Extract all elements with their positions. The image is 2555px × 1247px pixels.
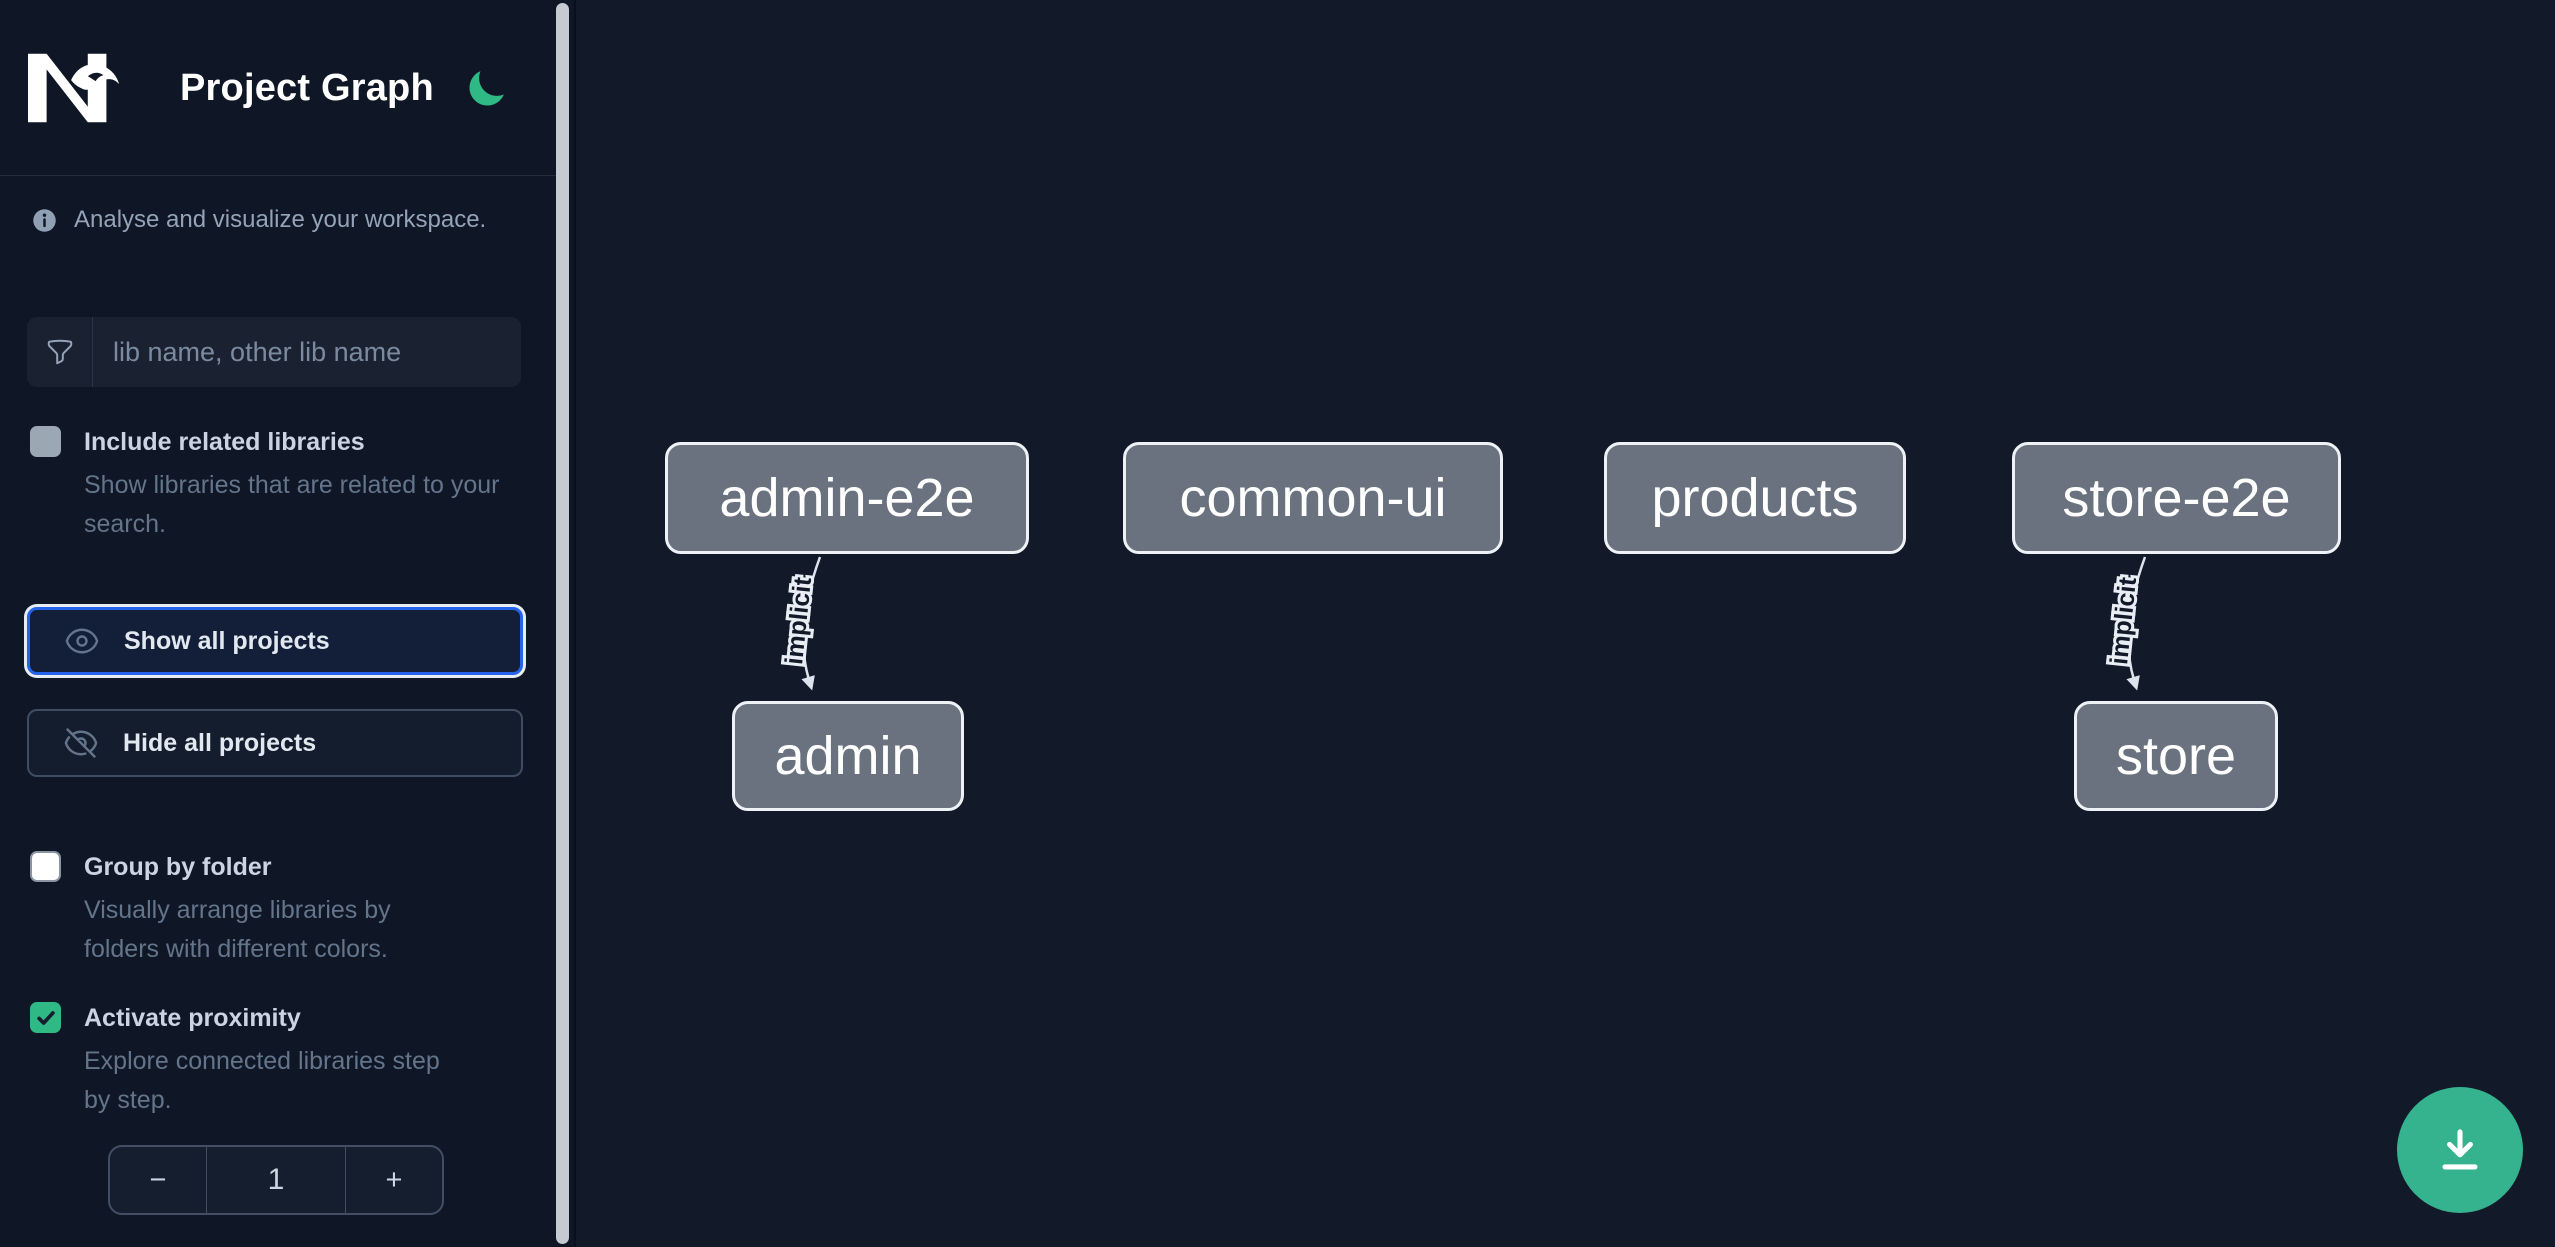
sidebar-header: Project Graph [0, 0, 556, 176]
show-all-projects-button[interactable]: Show all projects [27, 607, 523, 675]
node-store[interactable]: store [2074, 701, 2278, 811]
group-by-folder-label: Group by folder [84, 853, 272, 881]
node-common-ui[interactable]: common-ui [1123, 442, 1503, 554]
group-by-folder-description: Visually arrange libraries by folders wi… [84, 896, 391, 963]
activate-proximity-checkbox[interactable] [30, 1002, 61, 1033]
decrement-button[interactable]: − [110, 1147, 207, 1213]
edge-admin-e2e-to-admin [801, 556, 822, 691]
node-products[interactable]: products [1604, 442, 1906, 554]
nx-logo [28, 53, 120, 123]
proximity-depth-value: 1 [207, 1147, 346, 1213]
graph-edges: implicit implicit [777, 556, 2147, 691]
tagline-row: Analyse and visualize your workspace. [31, 200, 541, 240]
hide-all-projects-button[interactable]: Hide all projects [27, 709, 523, 777]
info-icon [33, 208, 56, 232]
show-all-projects-label: Show all projects [124, 626, 330, 655]
eye-off-icon [64, 728, 98, 758]
funnel-icon [27, 317, 93, 387]
increment-button[interactable]: + [346, 1147, 442, 1213]
edge-store-e2e-to-store [2126, 556, 2147, 691]
edge-label-implicit: implicit [780, 575, 817, 666]
page-title: Project Graph [180, 67, 434, 109]
download-image-button[interactable] [2397, 1087, 2523, 1213]
node-store-e2e[interactable]: store-e2e [2012, 442, 2341, 554]
include-related-checkbox[interactable] [30, 426, 61, 457]
graph-canvas[interactable]: implicit implicit admin-e2e common-ui pr… [574, 0, 2555, 1247]
include-related-description: Show libraries that are related to your … [84, 471, 500, 538]
hide-all-projects-label: Hide all projects [123, 728, 317, 757]
theme-toggle-button[interactable] [462, 66, 510, 114]
node-admin-e2e[interactable]: admin-e2e [665, 442, 1029, 554]
activate-proximity-description: Explore connected libraries step by step… [84, 1047, 440, 1114]
group-by-folder-checkbox[interactable] [30, 851, 61, 882]
edge-label-implicit: implicit [2105, 575, 2142, 666]
node-admin[interactable]: admin [732, 701, 964, 811]
include-related-label: Include related libraries [84, 428, 365, 456]
download-icon [2442, 1129, 2478, 1170]
proximity-stepper: − 1 + [108, 1145, 444, 1215]
tagline-text: Analyse and visualize your workspace. [74, 206, 487, 233]
moon-icon [469, 70, 504, 105]
activate-proximity-label: Activate proximity [84, 1004, 301, 1032]
search-box [27, 317, 521, 387]
sidebar-scrollbar-thumb[interactable] [556, 3, 569, 1244]
sidebar: Project Graph Analyse and visualize your… [0, 0, 574, 1247]
search-input[interactable] [93, 317, 521, 387]
eye-icon [65, 628, 99, 654]
